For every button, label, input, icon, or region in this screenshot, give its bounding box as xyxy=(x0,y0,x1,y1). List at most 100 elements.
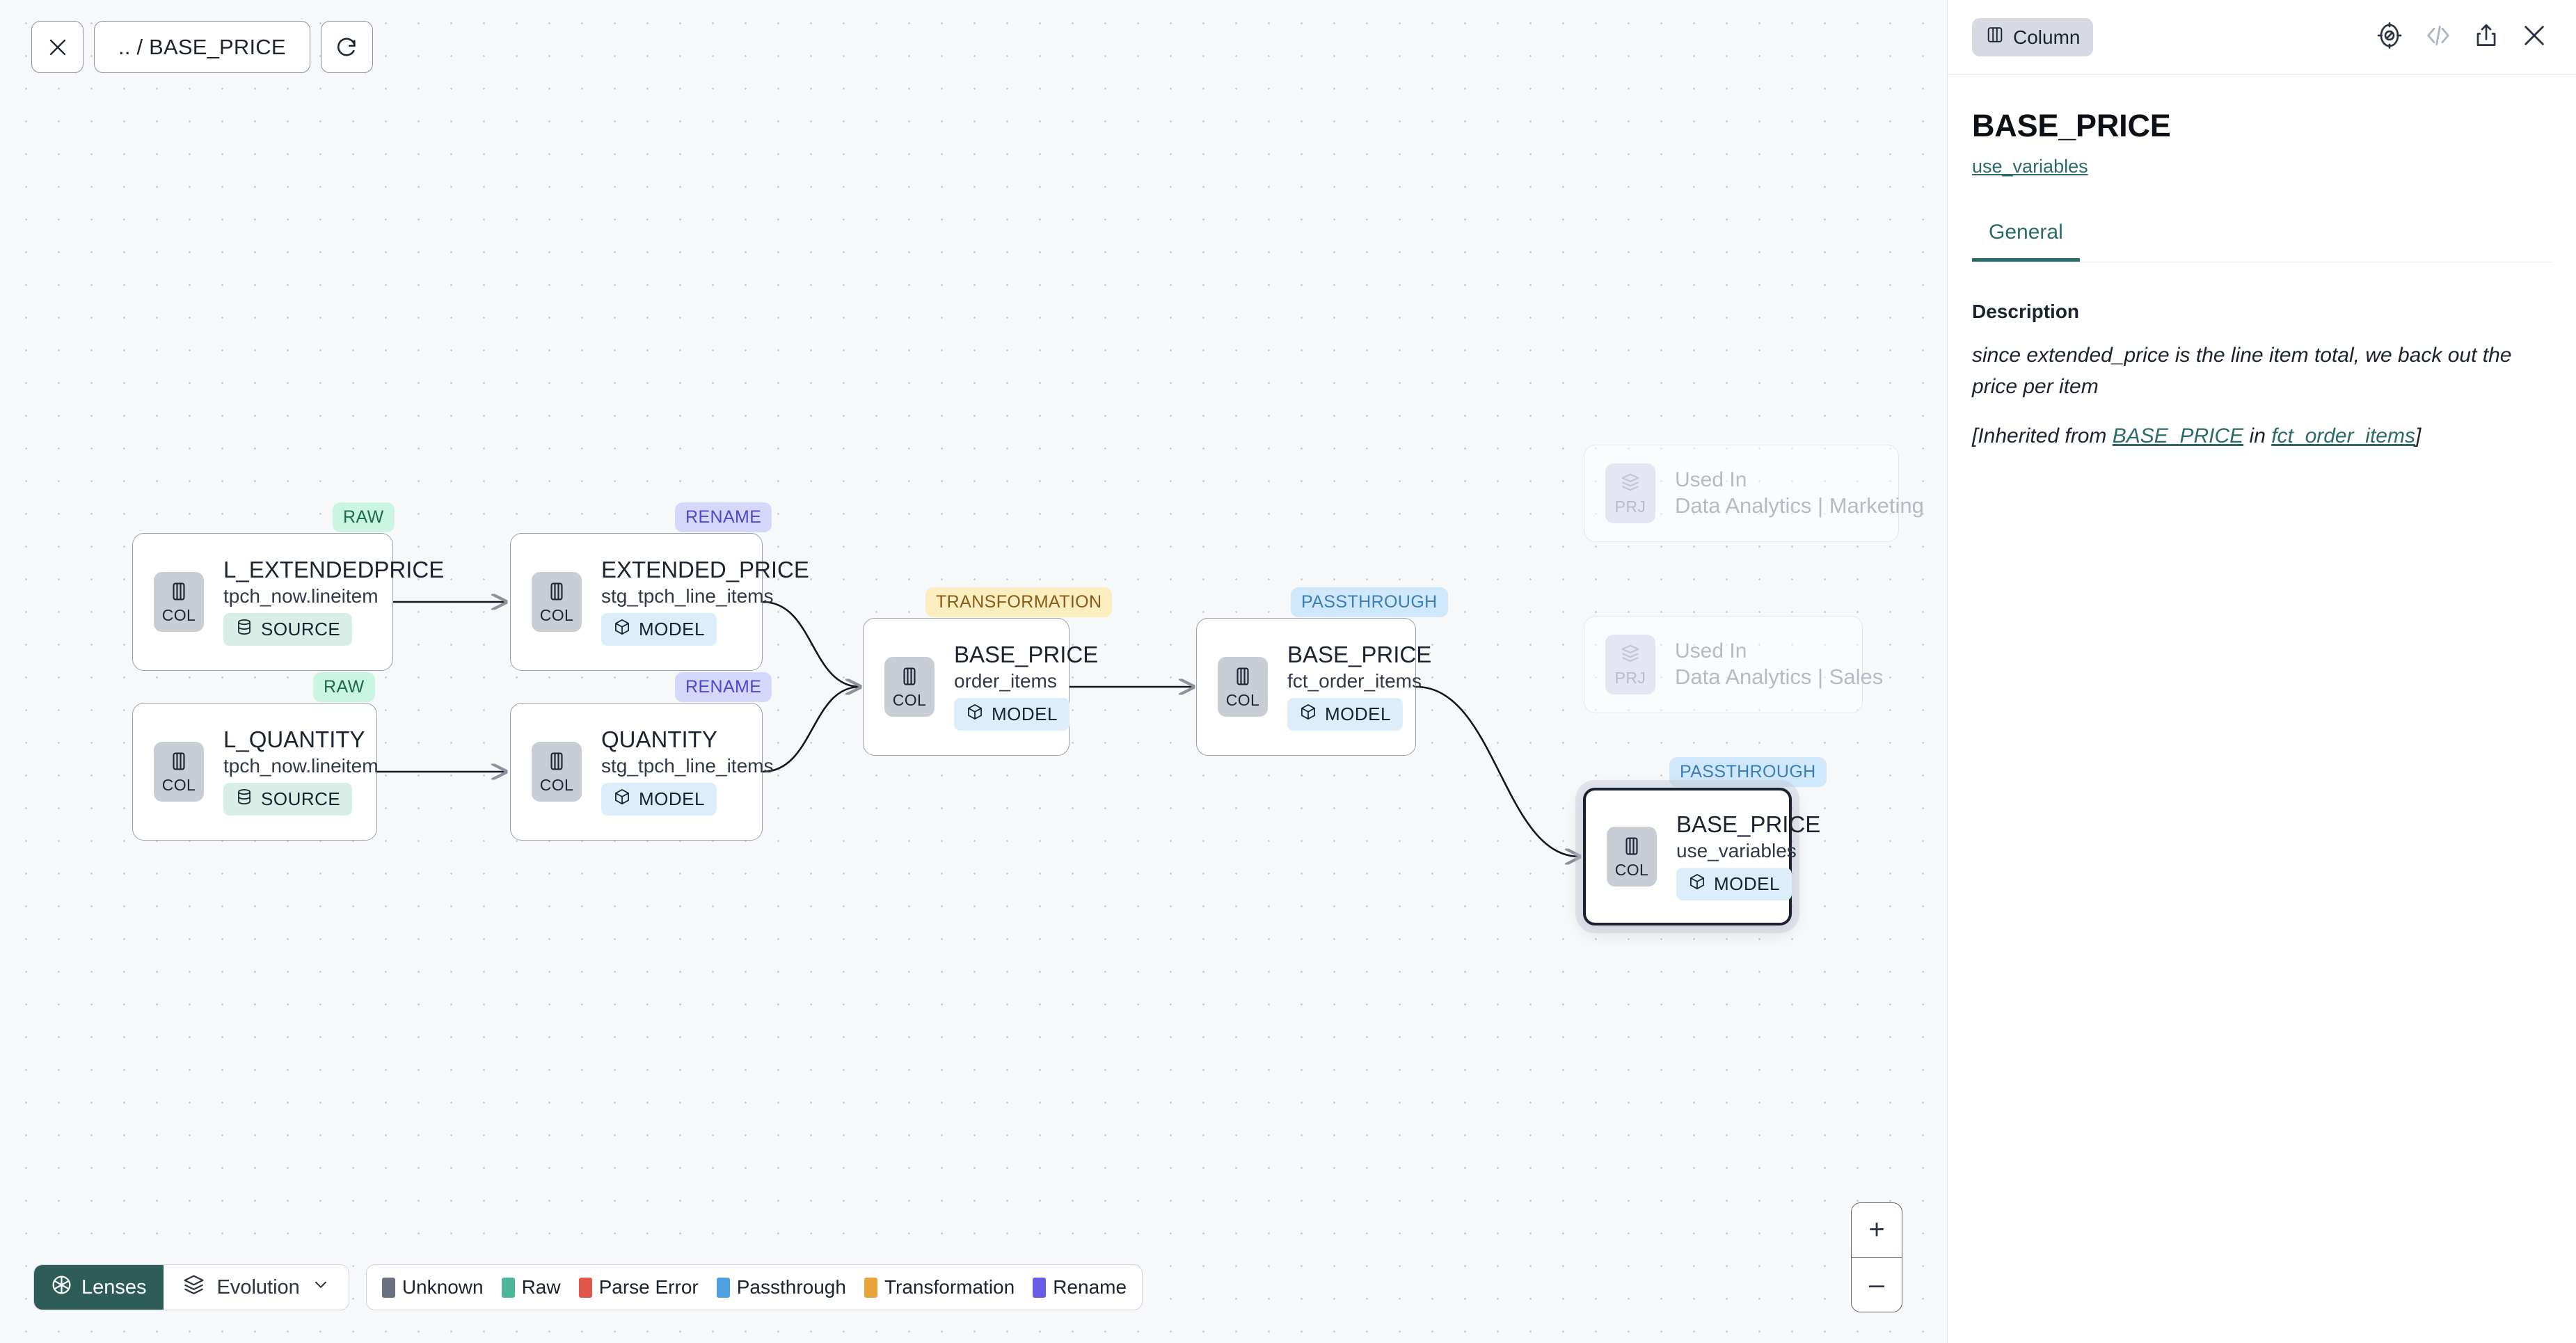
column-icon xyxy=(546,580,568,606)
legend-item-passthrough[interactable]: Passthrough xyxy=(716,1276,846,1298)
node-status-badge-base_price_use_variables: PASSTHROUGH xyxy=(1669,757,1827,787)
legend-swatch xyxy=(716,1277,730,1298)
close-graph-button[interactable] xyxy=(31,21,84,73)
inherited-suffix: ] xyxy=(2415,424,2422,447)
legend-label: Parse Error xyxy=(598,1276,699,1298)
prj-chip: PRJ xyxy=(1605,463,1655,523)
parent-model-link[interactable]: use_variables xyxy=(1972,156,2088,177)
project-icon xyxy=(1619,643,1641,669)
legend-item-raw[interactable]: Raw xyxy=(501,1276,561,1298)
legend-swatch xyxy=(864,1277,877,1298)
zoom-out-button[interactable]: – xyxy=(1868,1269,1885,1300)
node-type-label: MODEL xyxy=(639,619,705,640)
legend-label: Raw xyxy=(521,1276,561,1298)
node-subtitle: tpch_now.lineitem xyxy=(223,585,379,607)
node-subtitle: Data Analytics | Marketing xyxy=(1675,493,1924,518)
zoom-controls[interactable]: + – xyxy=(1851,1202,1902,1312)
legend-label: Transformation xyxy=(884,1276,1015,1298)
node-status-badge-base_price_order_items: TRANSFORMATION xyxy=(925,587,1113,617)
node-type-label: MODEL xyxy=(1325,704,1391,725)
node-type-label: MODEL xyxy=(992,704,1058,725)
node-title: Used In xyxy=(1675,639,1747,663)
node-title: L_EXTENDEDPRICE xyxy=(223,556,445,582)
lenses-button[interactable]: Lenses xyxy=(34,1265,164,1310)
node-type-pill: MODEL xyxy=(601,613,717,646)
legend-item-parse-error[interactable]: Parse Error xyxy=(578,1276,699,1298)
panel-header: Column xyxy=(1948,0,2576,75)
node-title: BASE_PRICE xyxy=(1287,641,1432,667)
node-status-badge-l_quantity: RAW xyxy=(313,672,375,702)
code-icon[interactable] xyxy=(2424,22,2452,53)
description-label: Description xyxy=(1972,301,2080,322)
refresh-icon xyxy=(335,35,358,59)
column-icon xyxy=(546,750,568,776)
entity-kind-chip: Column xyxy=(1972,18,2094,56)
node-status-badge-extended_price: RENAME xyxy=(675,502,772,532)
column-icon xyxy=(898,665,921,691)
node-type-pill: MODEL xyxy=(601,783,717,816)
legend-label: Passthrough xyxy=(736,1276,846,1298)
column-icon xyxy=(168,750,190,776)
canvas-toolbar: .. / BASE_PRICE xyxy=(31,21,373,73)
col-chip: COL xyxy=(154,742,204,802)
legend-item-rename[interactable]: Rename xyxy=(1033,1276,1127,1298)
col-chip-label: COL xyxy=(539,606,574,624)
inherited-model-link[interactable]: fct_order_items xyxy=(2271,424,2415,447)
share-icon[interactable] xyxy=(2473,22,2499,52)
prj-chip-label: PRJ xyxy=(1614,498,1646,516)
col-chip: COL xyxy=(532,572,582,632)
node-title: BASE_PRICE xyxy=(1676,811,1821,837)
cube-icon xyxy=(613,618,631,641)
node-type-pill: MODEL xyxy=(954,698,1070,731)
breadcrumb[interactable]: .. / BASE_PRICE xyxy=(94,21,310,73)
col-chip: COL xyxy=(154,572,204,632)
col-chip: COL xyxy=(532,742,582,802)
zoom-in-button[interactable]: + xyxy=(1852,1203,1902,1258)
legend-item-transformation[interactable]: Transformation xyxy=(864,1276,1015,1298)
compass-icon[interactable] xyxy=(2376,22,2403,53)
node-subtitle: use_variables xyxy=(1676,839,1797,861)
close-icon xyxy=(46,35,70,59)
panel-header-actions xyxy=(2376,22,2548,53)
col-chip-label: COL xyxy=(1614,861,1649,879)
node-subtitle: stg_tpch_line_items xyxy=(601,754,774,777)
inherited-join: in xyxy=(2243,424,2272,447)
node-title: L_QUANTITY xyxy=(223,726,365,752)
node-title: QUANTITY xyxy=(601,726,717,752)
node-subtitle: fct_order_items xyxy=(1287,669,1422,692)
legend-swatch xyxy=(1033,1277,1047,1298)
tab-general[interactable]: General xyxy=(1972,221,2080,262)
node-type-pill: SOURCE xyxy=(223,783,353,816)
col-chip: COL xyxy=(1218,657,1268,717)
panel-tabs: General xyxy=(1972,221,2552,262)
refresh-button[interactable] xyxy=(320,21,373,73)
chevron-down-icon xyxy=(312,1276,330,1299)
column-icon xyxy=(1985,25,2005,49)
node-subtitle: stg_tpch_line_items xyxy=(601,585,774,607)
inherited-column-link[interactable]: BASE_PRICE xyxy=(2112,424,2244,447)
evolution-dropdown[interactable]: Evolution xyxy=(163,1265,349,1310)
entity-kind-label: Column xyxy=(2013,26,2081,48)
legend-label: Unknown xyxy=(401,1276,484,1298)
close-icon[interactable] xyxy=(2520,22,2548,53)
legend-item-unknown[interactable]: Unknown xyxy=(381,1276,484,1298)
node-title: BASE_PRICE xyxy=(954,641,1099,667)
details-panel: Column xyxy=(1947,0,2576,1343)
node-title: Used In xyxy=(1675,468,1747,492)
